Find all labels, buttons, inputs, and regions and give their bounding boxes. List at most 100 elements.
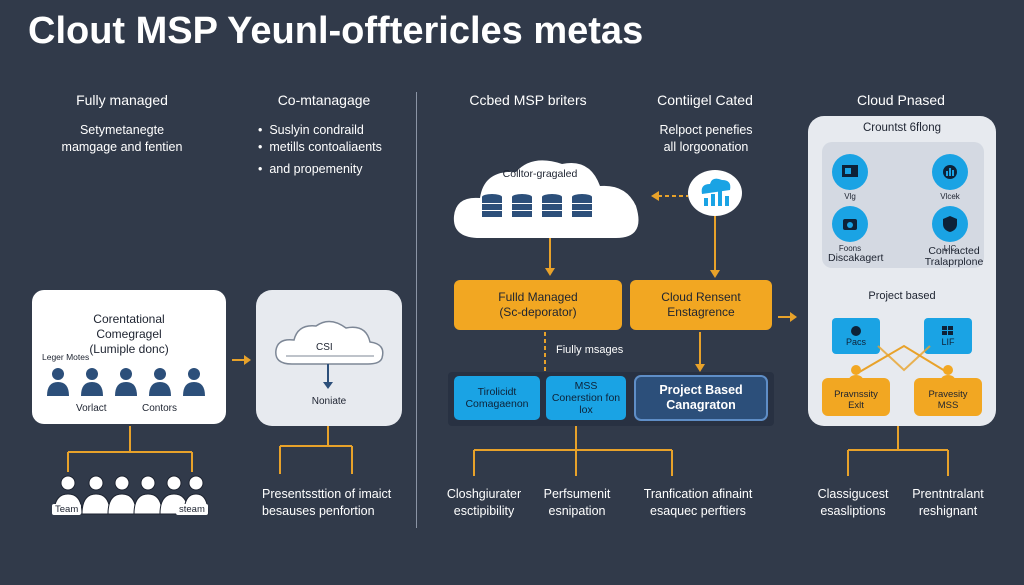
chat-icon (851, 326, 861, 336)
panel-label-line: Comracted (928, 245, 980, 257)
cloud-chart-icon (701, 178, 731, 206)
team-label-right: steam (176, 504, 208, 515)
person-icon (940, 365, 956, 384)
panel-title: Crountst 6flong (863, 122, 941, 134)
card-label-left: Vorlact (76, 403, 107, 414)
box-line: Canagraton (666, 398, 736, 412)
team-label-left: Team (52, 504, 82, 515)
cloud-label: CSI (316, 342, 333, 353)
card-title-line: Corentational (93, 312, 165, 326)
contiigel-header: Contiigel Cated (657, 92, 753, 108)
col2-bullets: • Suslyin condraild • metills contoaliae… (258, 122, 408, 178)
team-people-icon (53, 475, 209, 515)
box-line: (Sc-deporator) (499, 305, 577, 319)
person-box-left: Pravnssity Exlt (822, 365, 890, 416)
bottom-label-line: Perfsumenit (543, 487, 611, 501)
analytics-badge (688, 170, 742, 216)
box-line: Cloud Rensent (661, 290, 741, 304)
panel-project-label: Project based (868, 290, 936, 302)
fully-msages-label: Fiully msages (556, 344, 624, 356)
panel-label-line: Tralaprplone (924, 256, 984, 268)
cross-connector (855, 344, 951, 375)
far-bottom-label: Classigucest esasliptions (806, 486, 900, 520)
card-label-right: Contors (142, 403, 178, 414)
right-note: Relpoct penefies all lorgoonation (640, 122, 772, 156)
analytics-icon[interactable] (932, 154, 968, 190)
icon-label: Foons (838, 244, 862, 253)
person-line: MSS (937, 400, 959, 411)
col1-header: Fully managed (76, 92, 168, 108)
panel-label-left: Discakagert (828, 252, 884, 264)
managed-cloud-icon (453, 160, 639, 238)
box-line: Enstagrence (667, 305, 735, 319)
far-bottom-line: esasliptions (820, 504, 886, 518)
col1-desc-line: mamgage and fentien (61, 140, 183, 154)
far-bottom-line: reshignant (918, 504, 978, 518)
icon-label: Vlcek (940, 192, 960, 201)
dashboard-icon[interactable] (832, 154, 868, 190)
box-line: Comagaenon (465, 398, 529, 410)
arrow-right-icon (778, 312, 797, 322)
tirolicidt-box: Tirolicidt Comagaenon (454, 376, 540, 420)
box-line: Tirolicidt (477, 386, 517, 398)
card-small-label: Leger Motes (42, 352, 90, 362)
bullet-item: • and propemenity (258, 162, 363, 176)
person-line: Pravnssity (834, 389, 878, 400)
caption-line: Presentssttion of imaict (262, 487, 392, 501)
dashed-connector (544, 332, 546, 372)
conventional-card-title: Corentational Comegragel (Lumiple donc) (32, 312, 226, 357)
col1-desc-line: Setymetanegte (79, 123, 165, 137)
cloud-card-bottom-label: Noniate (311, 396, 347, 407)
col2-header: Co-mtanagage (277, 92, 371, 108)
col2-connector (279, 426, 353, 474)
person-icon (848, 365, 864, 384)
lif-square[interactable]: LIF (924, 318, 972, 354)
bottom-label-line: esnipation (548, 504, 606, 518)
far-bottom-line: Classigucest (817, 487, 889, 501)
caption-line: besauses penfortion (262, 504, 375, 518)
camera-glyph (843, 219, 857, 230)
column-divider (416, 92, 417, 528)
note-line: all lorgoonation (663, 140, 749, 154)
page-title: Clout MSP Yeunl-offtericles metas (28, 10, 644, 52)
bullet-text: and propemenity (269, 162, 363, 176)
people-row-icon (47, 368, 205, 396)
box-line: lox (579, 404, 593, 416)
bullet-item: • metills contoaliaents (258, 140, 382, 154)
far-bottom-line: Prentntralant (912, 487, 984, 501)
bottom-label-line: esctipibility (453, 504, 515, 518)
pacs-square[interactable]: Pacs (832, 318, 880, 354)
card-title-line: (Lumiple donc) (89, 342, 169, 356)
managed-cloud-label: Colltor-gragaled (502, 168, 578, 180)
square-label: LIF (941, 337, 955, 347)
bottom-connector (473, 426, 673, 476)
icon-label: Vlg (844, 192, 856, 201)
arrow-down-icon (710, 216, 720, 278)
icon-label: LIC (943, 244, 957, 253)
bullet-item: • Suslyin condraild (258, 123, 364, 137)
arrow-right-icon (232, 355, 251, 365)
card-title-line: Comegragel (96, 327, 162, 341)
person-box-right: Pravesity MSS (914, 365, 982, 416)
project-based-box: Project Based Canagraton (634, 375, 768, 421)
msp-briters-header: Ccbed MSP briters (469, 92, 587, 108)
bottom-label: Perfsumenit esnipation (532, 486, 622, 520)
team-group: Team steam (46, 474, 212, 522)
square-label: Pacs (845, 337, 866, 347)
box-line: Conerstion fon (551, 392, 621, 404)
cloud-pnased-header: Cloud Pnased (857, 92, 945, 108)
cloud-card: CSI Noniate (256, 290, 402, 426)
arrow-down-icon (545, 238, 555, 276)
panel-connector (847, 426, 949, 476)
camera-icon[interactable] (832, 206, 868, 242)
fully-managed-box: Fulld Managed (Sc-deporator) (454, 280, 622, 330)
dashed-arrow-icon (651, 191, 688, 201)
note-line: Relpoct penefies (659, 123, 753, 137)
bottom-label-line: Closhgiurater (446, 487, 522, 501)
person-line: Exlt (848, 400, 864, 411)
bottom-label: Closhgiurater esctipibility (436, 486, 532, 520)
person-line: Pravesity (928, 389, 968, 400)
cloud-panel: Crountst 6flong Vlg Vlcek Foons LIC Disc… (808, 116, 996, 426)
col2-caption: Presentssttion of imaict besauses penfor… (262, 486, 412, 520)
security-icon[interactable] (932, 206, 968, 242)
